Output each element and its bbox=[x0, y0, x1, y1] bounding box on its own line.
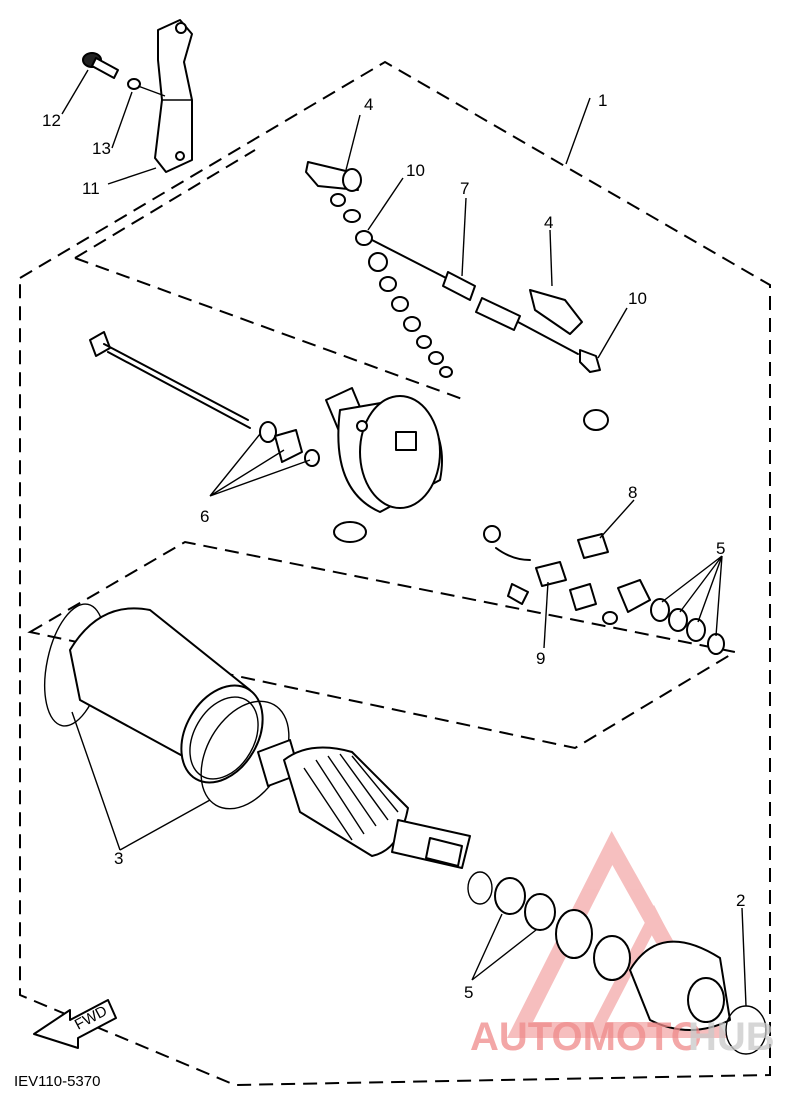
label-12: 12 bbox=[42, 111, 61, 130]
yoke-housing bbox=[44, 603, 290, 810]
label-5-upper: 5 bbox=[716, 539, 725, 558]
callout-labels: 1 2 3 4 4 5 5 6 7 8 9 10 10 11 12 13 bbox=[42, 91, 745, 1002]
label-7: 7 bbox=[460, 179, 469, 198]
label-5-lower: 5 bbox=[464, 983, 473, 1002]
label-2: 2 bbox=[736, 891, 745, 910]
label-3: 3 bbox=[114, 849, 123, 868]
watermark-text: AUTOMOTO HUB bbox=[470, 1015, 775, 1059]
label-11: 11 bbox=[82, 179, 100, 198]
diagram-code: IEV110-5370 bbox=[14, 1073, 100, 1090]
assembly-boundaries bbox=[19, 60, 771, 1087]
brush-parts bbox=[483, 525, 725, 655]
label-9: 9 bbox=[536, 649, 545, 668]
label-1: 1 bbox=[598, 91, 607, 110]
washer-13 bbox=[127, 78, 141, 90]
leader-lines bbox=[61, 69, 747, 1007]
label-10-top: 10 bbox=[406, 161, 425, 180]
label-10-right: 10 bbox=[628, 289, 647, 308]
armature bbox=[257, 739, 471, 869]
label-4-right: 4 bbox=[544, 213, 553, 232]
label-8: 8 bbox=[628, 483, 637, 502]
rear-cover bbox=[325, 387, 609, 543]
label-4-top: 4 bbox=[364, 95, 373, 114]
bolt-12 bbox=[82, 52, 119, 79]
fwd-arrow: FWD bbox=[33, 999, 117, 1049]
label-6: 6 bbox=[200, 507, 209, 526]
front-cover-assembly bbox=[467, 871, 767, 1055]
through-bolt bbox=[89, 331, 251, 429]
brush-terminal-cluster bbox=[305, 161, 601, 378]
watermark-part1: AUTOMOTO bbox=[470, 1015, 702, 1059]
watermark-part2: HUB bbox=[688, 1015, 775, 1059]
bracket-assembly bbox=[82, 19, 193, 173]
label-13: 13 bbox=[92, 139, 111, 158]
